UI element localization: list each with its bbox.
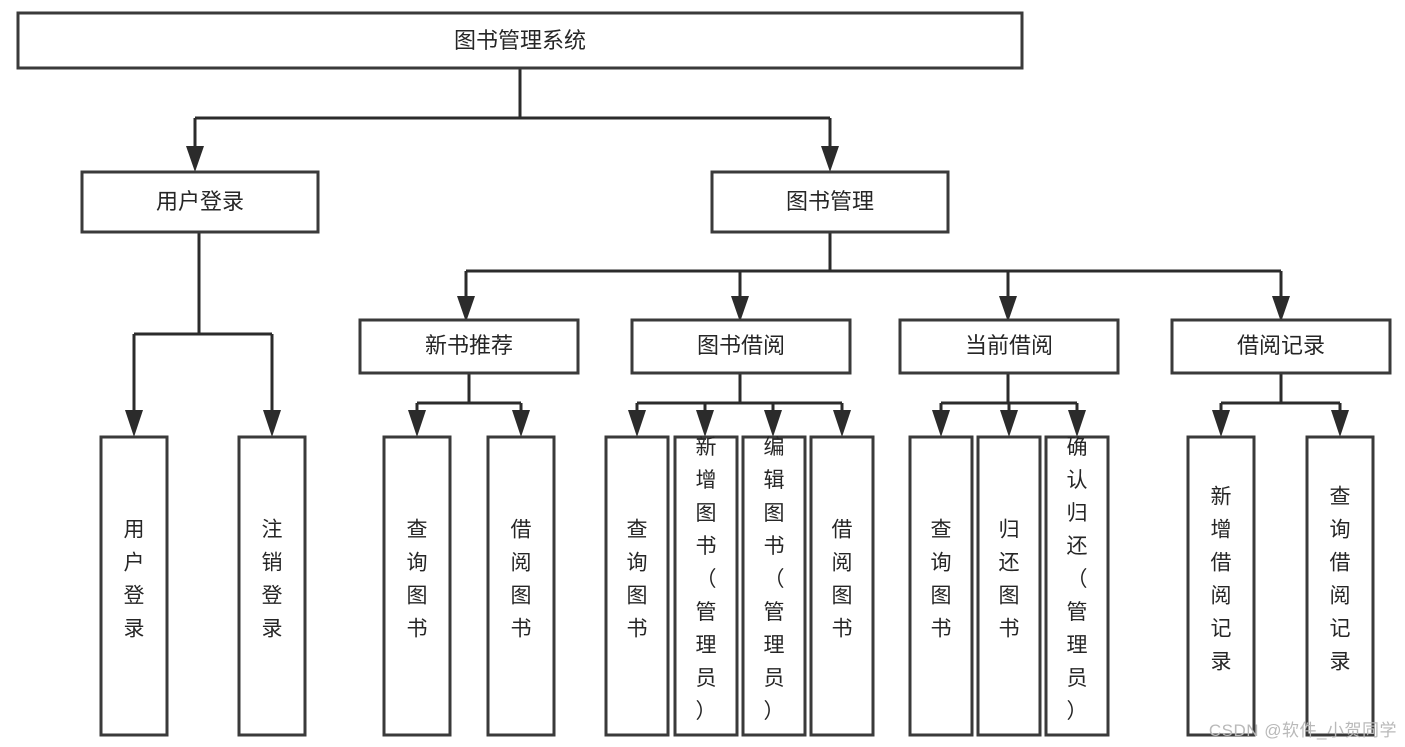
node-new-book-recommend-label: 新书推荐 xyxy=(425,333,513,358)
leaf-br-query-record-box[interactable] xyxy=(1305,435,1375,737)
leaf-br-add-record[interactable]: 新增借阅记录 xyxy=(1186,435,1256,737)
node-new-book-recommend[interactable]: 新书推荐 xyxy=(358,318,580,375)
arrow-icon-leaf-bb-4 xyxy=(833,410,851,437)
leaf-cb-query-book[interactable]: 查询图书 xyxy=(908,435,974,737)
node-root[interactable]: 图书管理系统 xyxy=(16,11,1024,70)
arrow-icon-book-manage xyxy=(821,146,839,172)
leaf-bb-query-book-box[interactable] xyxy=(604,435,670,737)
node-book-borrow-label: 图书借阅 xyxy=(697,333,785,358)
leaf-user-login-box[interactable] xyxy=(99,435,169,737)
arrow-icon-current-borrow xyxy=(999,296,1017,322)
arrow-icon-leaf-nb-1 xyxy=(408,410,426,437)
leaf-bb-add-book-label: 新增图书（管理员） xyxy=(696,436,717,723)
leaf-bb-add-book[interactable]: 新增图书（管理员） xyxy=(673,435,739,737)
leaf-br-add-record-box[interactable] xyxy=(1186,435,1256,737)
arrow-icon-leaf-br-2 xyxy=(1331,410,1349,437)
leaf-cb-return-book-box[interactable] xyxy=(976,435,1042,737)
arrow-icon-new-book xyxy=(457,296,475,322)
arrow-icon-leaf-user-login xyxy=(125,410,143,437)
leaf-user-login-label: 用户登录 xyxy=(124,519,145,641)
arrow-icon-leaf-logout xyxy=(263,410,281,437)
arrow-icon-leaf-cb-3 xyxy=(1068,410,1086,437)
leaf-logout[interactable]: 注销登录 xyxy=(237,435,307,737)
leaf-bb-add-book-box[interactable] xyxy=(673,435,739,737)
leaf-br-add-record-label: 新增借阅记录 xyxy=(1211,486,1232,674)
leaf-cb-return-book-label: 归还图书 xyxy=(999,519,1020,641)
leaf-nb-query-book[interactable]: 查询图书 xyxy=(382,435,452,737)
node-borrow-record-box[interactable] xyxy=(1170,318,1392,375)
node-borrow-record-label: 借阅记录 xyxy=(1237,333,1325,358)
node-user-login-label: 用户登录 xyxy=(156,189,244,214)
leaf-bb-edit-book-label: 编辑图书（管理员） xyxy=(764,436,785,723)
leaf-bb-edit-book[interactable]: 编辑图书（管理员） xyxy=(741,435,807,737)
leaf-bb-query-book-label: 查询图书 xyxy=(627,519,648,641)
leaf-logout-box[interactable] xyxy=(237,435,307,737)
leaf-bb-borrow-book[interactable]: 借阅图书 xyxy=(809,435,875,737)
leaf-cb-confirm-return[interactable]: 确认归还（管理员） xyxy=(1044,435,1110,737)
arrowhead-layer xyxy=(125,146,1349,437)
node-borrow-record[interactable]: 借阅记录 xyxy=(1170,318,1392,375)
node-current-borrow-box[interactable] xyxy=(898,318,1120,375)
leaf-br-query-record[interactable]: 查询借阅记录 xyxy=(1305,435,1375,737)
arrow-icon-leaf-bb-1 xyxy=(628,410,646,437)
leaf-cb-query-book-label: 查询图书 xyxy=(931,519,952,641)
node-current-borrow-label: 当前借阅 xyxy=(965,333,1053,358)
node-new-book-recommend-box[interactable] xyxy=(358,318,580,375)
leaf-user-login[interactable]: 用户登录 xyxy=(99,435,169,737)
arrow-icon-leaf-bb-2 xyxy=(696,410,714,437)
leaf-nb-query-book-label: 查询图书 xyxy=(407,519,428,641)
leaf-cb-query-book-box[interactable] xyxy=(908,435,974,737)
leaf-cb-confirm-return-label: 确认归还（管理员） xyxy=(1067,436,1088,723)
connector-layer xyxy=(132,68,1342,410)
arrow-icon-user-login xyxy=(186,146,204,172)
node-book-borrow[interactable]: 图书借阅 xyxy=(630,318,852,375)
node-user-login-box[interactable] xyxy=(80,170,320,234)
leaf-bb-edit-book-box[interactable] xyxy=(741,435,807,737)
leaf-bb-query-book[interactable]: 查询图书 xyxy=(604,435,670,737)
leaf-bb-borrow-book-label: 借阅图书 xyxy=(832,519,853,641)
leaf-br-query-record-label: 查询借阅记录 xyxy=(1330,486,1351,674)
leaf-nb-borrow-book[interactable]: 借阅图书 xyxy=(486,435,556,737)
arrow-icon-leaf-nb-2 xyxy=(512,410,530,437)
node-current-borrow[interactable]: 当前借阅 xyxy=(898,318,1120,375)
leaf-logout-label: 注销登录 xyxy=(262,519,283,641)
leaf-cb-return-book[interactable]: 归还图书 xyxy=(976,435,1042,737)
leaf-cb-confirm-return-box[interactable] xyxy=(1044,435,1110,737)
node-book-borrow-box[interactable] xyxy=(630,318,852,375)
leaf-nb-query-book-box[interactable] xyxy=(382,435,452,737)
arrow-icon-leaf-br-1 xyxy=(1212,410,1230,437)
node-book-manage-label: 图书管理 xyxy=(786,189,874,214)
leaf-bb-borrow-book-box[interactable] xyxy=(809,435,875,737)
arrow-icon-leaf-cb-1 xyxy=(932,410,950,437)
arrow-icon-leaf-cb-2 xyxy=(1000,410,1018,437)
node-book-manage[interactable]: 图书管理 xyxy=(710,170,950,234)
arrow-icon-book-borrow xyxy=(731,296,749,322)
leaf-nb-borrow-book-label: 借阅图书 xyxy=(511,519,532,641)
node-book-manage-box[interactable] xyxy=(710,170,950,234)
arrow-icon-leaf-bb-3 xyxy=(764,410,782,437)
node-root-label: 图书管理系统 xyxy=(454,28,586,53)
node-root-box[interactable] xyxy=(16,11,1024,70)
arrow-icon-borrow-record xyxy=(1272,296,1290,322)
leaf-nb-borrow-book-box[interactable] xyxy=(486,435,556,737)
node-user-login[interactable]: 用户登录 xyxy=(80,170,320,234)
